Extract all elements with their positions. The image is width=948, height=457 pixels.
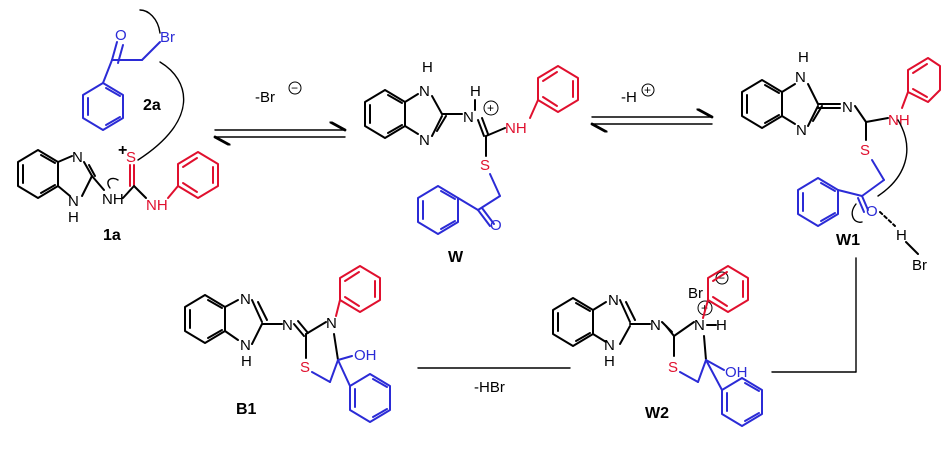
atom-N: N: [240, 291, 251, 308]
atom-S: S: [126, 149, 136, 166]
charge-minus: −: [291, 81, 298, 95]
atom-NH: NH: [505, 120, 527, 137]
atom-N: N: [68, 193, 79, 210]
compound-label-1a: 1a: [103, 227, 121, 244]
charge-plus: +: [644, 83, 651, 97]
compound-label-2a: 2a: [143, 97, 161, 114]
atom-N: N: [419, 83, 430, 100]
step1-label: -Br: [255, 89, 275, 106]
atom-H: H: [241, 353, 252, 370]
atom-N: N: [463, 109, 474, 126]
atom-N: N: [72, 149, 83, 166]
compound-2a: O Br 2a: [82, 9, 175, 131]
plus-sign: +: [118, 142, 127, 159]
atom-N: N: [608, 292, 619, 309]
atom-H: H: [422, 59, 433, 76]
atom-S: S: [860, 142, 870, 159]
atom-H: H: [604, 353, 615, 370]
atom-H: H: [716, 317, 727, 334]
atom-H: H: [68, 209, 79, 226]
atom-N: N: [282, 317, 293, 334]
atom-Br: Br: [912, 257, 927, 274]
charge-plus: +: [487, 101, 494, 115]
atom-N: N: [842, 99, 853, 116]
atom-OH: OH: [354, 347, 377, 364]
curved-arrow-icon: [851, 203, 863, 223]
curved-arrow-icon: [877, 119, 908, 197]
atom-H: H: [896, 227, 907, 244]
compound-label-W: W: [448, 249, 464, 266]
atom-N: N: [650, 317, 661, 334]
compound-W1: H N N N NH S O H Br W1: [741, 49, 941, 274]
atom-N: N: [604, 337, 615, 354]
equilibrium-arrow-2: -H +: [592, 83, 712, 124]
atom-O: O: [490, 217, 502, 234]
atom-N: N: [796, 122, 807, 139]
compound-label-W2: W2: [645, 405, 669, 422]
atom-N: N: [419, 132, 430, 149]
atom-Br: Br: [160, 29, 175, 46]
curved-arrow-icon: [137, 61, 185, 161]
atom-N: N: [240, 337, 251, 354]
equilibrium-arrow-1: -Br −: [215, 81, 345, 137]
atom-OH: OH: [725, 364, 748, 381]
compound-W: H N N N H + NH S O W: [364, 59, 579, 266]
compound-B1: N N H N N S OH B1: [184, 265, 391, 423]
atom-S: S: [300, 359, 310, 376]
charge-plus: +: [701, 301, 708, 315]
atom-S: S: [480, 157, 490, 174]
curved-arrow-icon: [107, 177, 119, 189]
atom-N: N: [795, 69, 806, 86]
step4-label: -HBr: [474, 379, 505, 396]
atom-N: N: [326, 315, 337, 332]
compound-label-W1: W1: [836, 232, 860, 249]
atom-S: S: [668, 359, 678, 376]
atom-N: N: [694, 317, 705, 334]
reaction-arrow-4: -HBr: [417, 367, 571, 396]
atom-H: H: [798, 49, 809, 66]
atom-NH: NH: [102, 191, 124, 208]
atom-H: H: [470, 83, 481, 100]
charge-minus: −: [718, 271, 725, 285]
counterion-Br: Br: [688, 285, 703, 302]
atom-O: O: [115, 27, 127, 44]
atom-NH: NH: [146, 197, 168, 214]
atom-O: O: [866, 203, 878, 220]
compound-label-B1: B1: [236, 401, 257, 418]
compound-W2: N N H N N H + Br − S OH W2: [552, 265, 763, 427]
step2-label: -H: [621, 89, 637, 106]
compound-1a: N N H NH S NH 1a: [17, 61, 219, 244]
reaction-arrow-3: [771, 257, 857, 373]
curved-arrow-icon: [139, 9, 161, 34]
